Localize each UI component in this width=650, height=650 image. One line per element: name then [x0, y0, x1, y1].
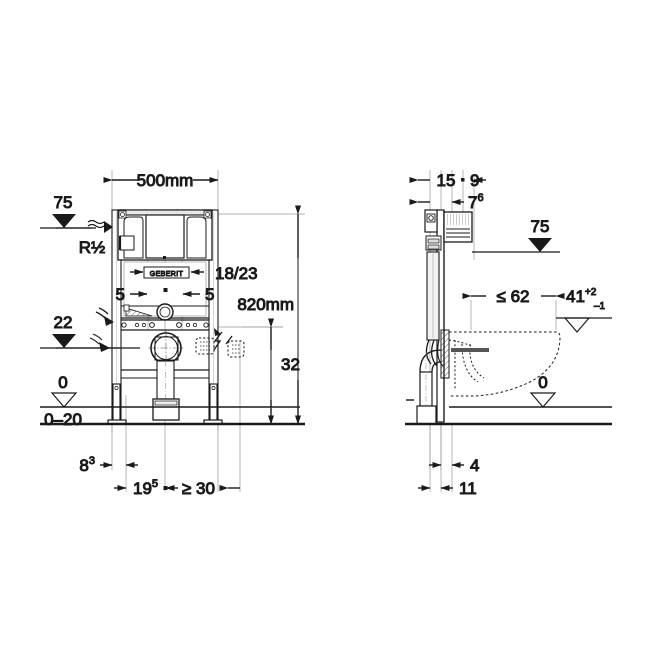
dim-label-inlet-right: 5 [205, 285, 214, 304]
dim-label-bowl-41: 41+2–1 [566, 287, 606, 312]
level-marker-22 [40, 334, 120, 349]
side-connector-block [440, 329, 450, 379]
dim-label-drain-32: 32 [281, 355, 300, 374]
level-marker-0-front [40, 392, 300, 408]
side-section-view: 15 9 76 [405, 170, 612, 499]
level-label-22: 22 [54, 313, 73, 332]
dim-label-inlet-left: 5 [116, 285, 125, 304]
dim-label-side-11: 11 [459, 479, 477, 498]
level-label-75-side: 75 [531, 217, 550, 236]
supply-thread-label: R½ [79, 238, 105, 257]
front-elevation-view: 500mm [40, 170, 305, 499]
dim-label-15: 15 [437, 171, 456, 190]
frame-structure [107, 209, 223, 425]
dim-label-bowl-62: ≤ 62 [497, 287, 530, 306]
drain-connector [148, 328, 245, 366]
level-marker-75-side [472, 238, 560, 253]
mounting-rail [121, 319, 209, 331]
level-marker-0-side [449, 392, 612, 408]
dim-label-foot-8: 83 [79, 455, 95, 475]
dim-label-width: 500mm [137, 171, 194, 190]
dim-label-height: 820mm [237, 295, 294, 314]
cistern-body [117, 209, 213, 261]
dim-outlet-19 [114, 485, 240, 491]
bowl-inlet-stub [451, 348, 489, 352]
dim-label-side-4: 4 [470, 456, 479, 475]
level-label-0-front: 0 [58, 373, 67, 392]
dim-label-7: 76 [468, 192, 484, 212]
dim-label-flushpipe: 18/23 [215, 264, 258, 283]
dim-side-15-9 [409, 177, 486, 183]
level-label-75-front: 75 [54, 193, 73, 212]
dim-label-outlet-19: 195 [133, 478, 158, 498]
flush-pipe-zone: GEBERIT [121, 261, 209, 321]
level-label-0-side: 0 [538, 373, 547, 392]
dim-label-stud-30: ≥ 30 [182, 479, 215, 498]
dim-label-9: 9 [470, 171, 479, 190]
cistern-logo: GEBERIT [150, 271, 184, 278]
screed-range-label: 0–20 [44, 410, 82, 429]
level-marker-41 [556, 317, 612, 333]
level-marker-75-front [40, 214, 92, 229]
lower-frame-rails [121, 360, 209, 421]
side-cistern-body [424, 209, 473, 423]
side-drain-elbow [406, 349, 442, 425]
